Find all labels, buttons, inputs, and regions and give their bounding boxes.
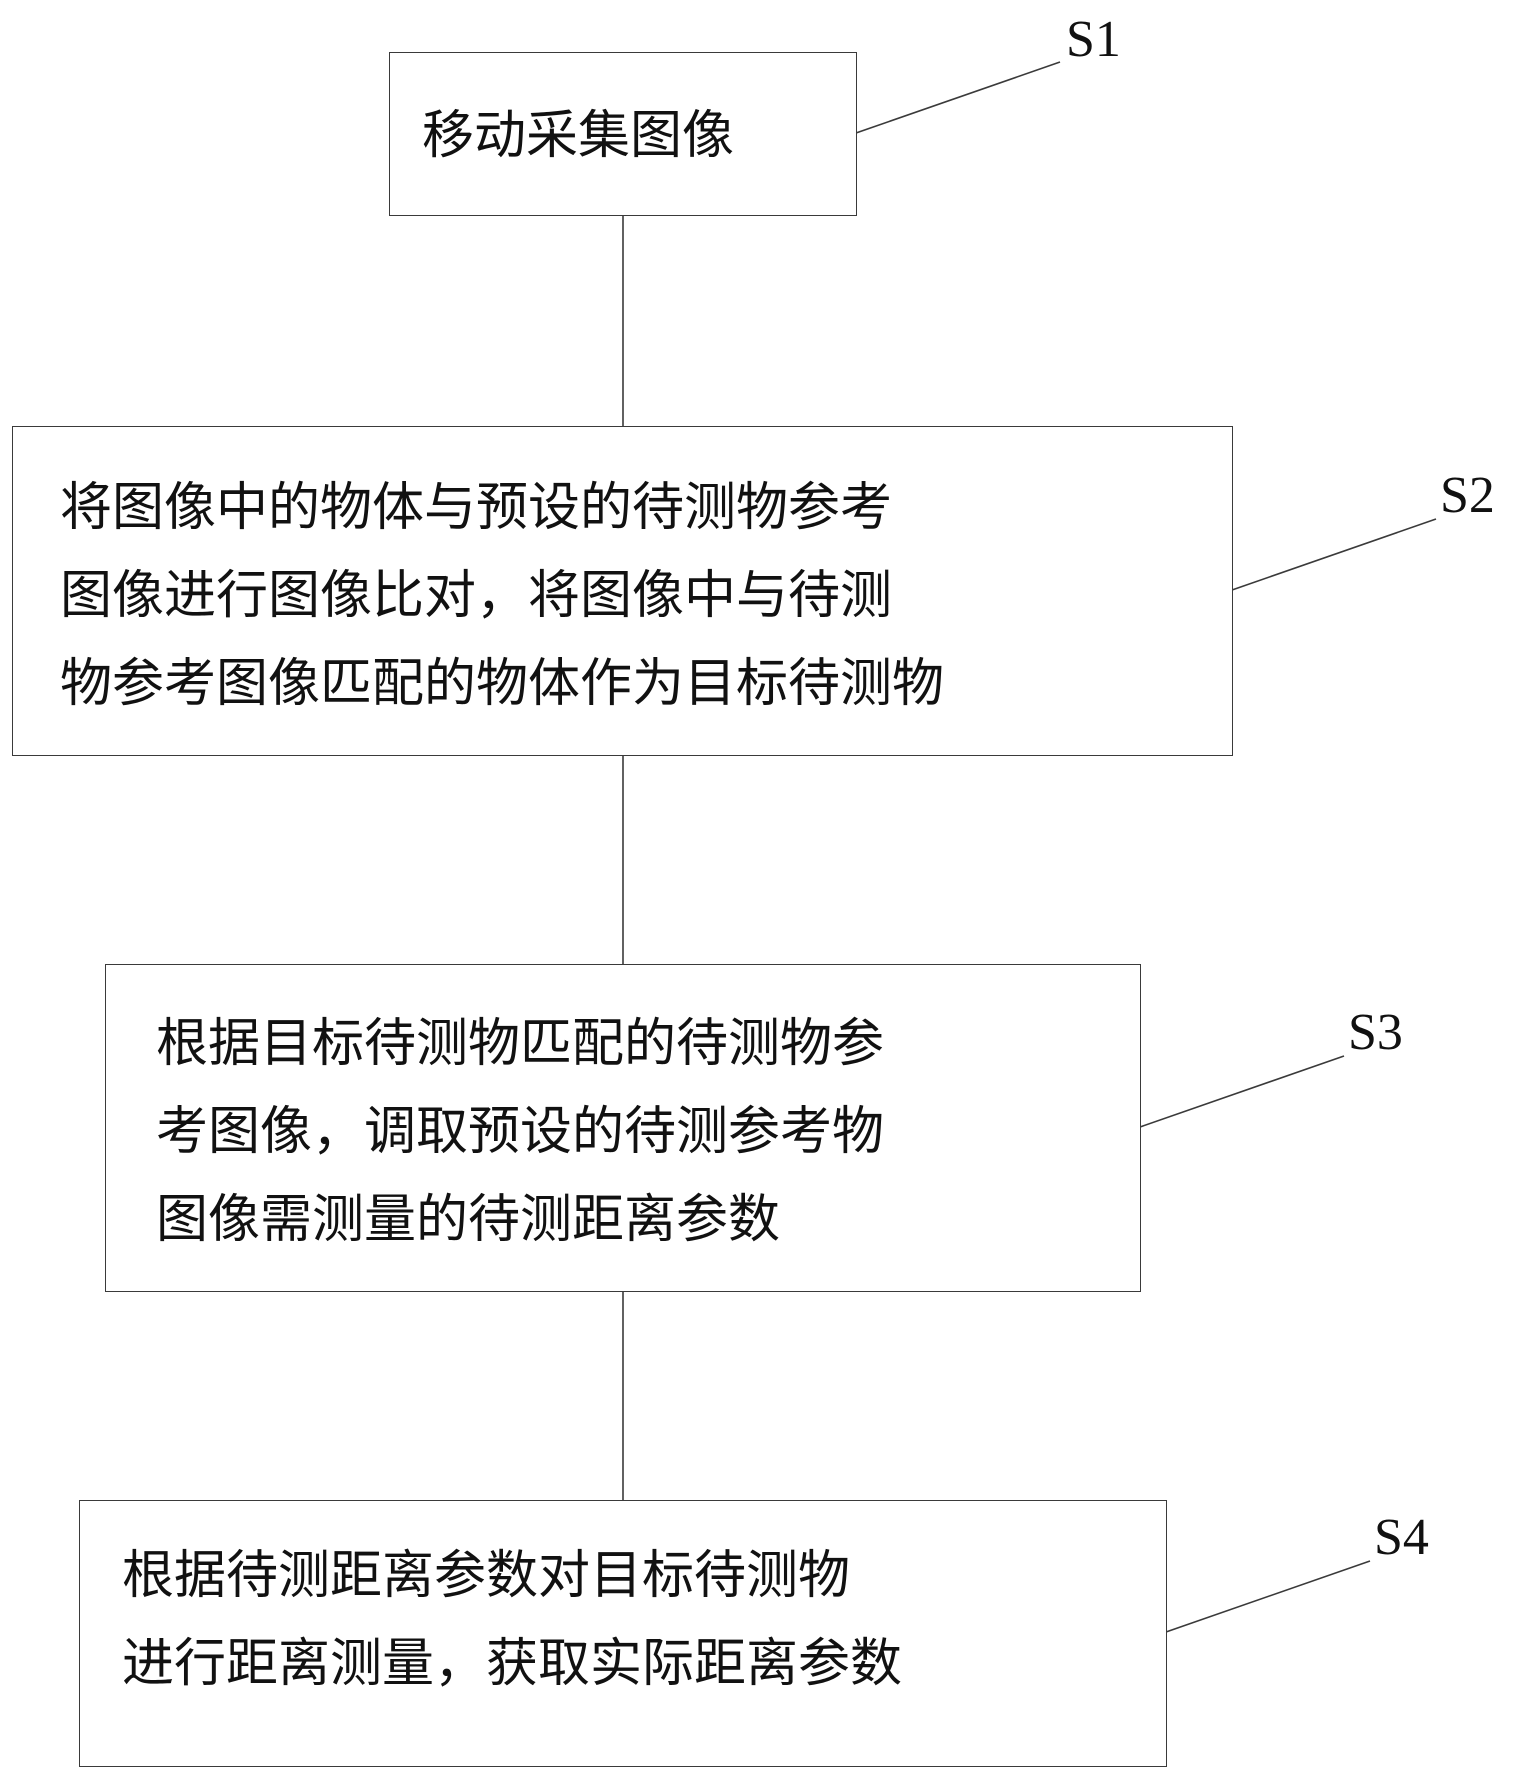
step-text-s4: 根据待测距离参数对目标待测物 进行距离测量，获取实际距离参数 (122, 1546, 903, 1694)
step-label-s2: S2 (1440, 467, 1495, 524)
leader-line-s3 (1139, 1055, 1345, 1128)
step-label-s1: S1 (1066, 11, 1121, 68)
leader-line-s4 (1165, 1560, 1371, 1633)
step-label-s4: S4 (1374, 1509, 1429, 1566)
step-text-s3: 根据目标待测物匹配的待测物参 考图像，调取预设的待测参考物 图像需测量的待测距离… (156, 1014, 885, 1250)
step-box-s2 (12, 426, 1233, 756)
step-box-s4 (79, 1500, 1167, 1767)
step-box-s3 (105, 964, 1141, 1292)
step-label-s3: S3 (1348, 1004, 1403, 1061)
leader-line-s2 (1231, 518, 1437, 591)
step-box-s1 (389, 52, 857, 216)
step-text-s1: 移动采集图像 (422, 106, 735, 166)
step-text-s2: 将图像中的物体与预设的待测物参考 图像进行图像比对，将图像中与待测 物参考图像匹… (60, 478, 945, 714)
leader-line-s1 (855, 61, 1061, 134)
